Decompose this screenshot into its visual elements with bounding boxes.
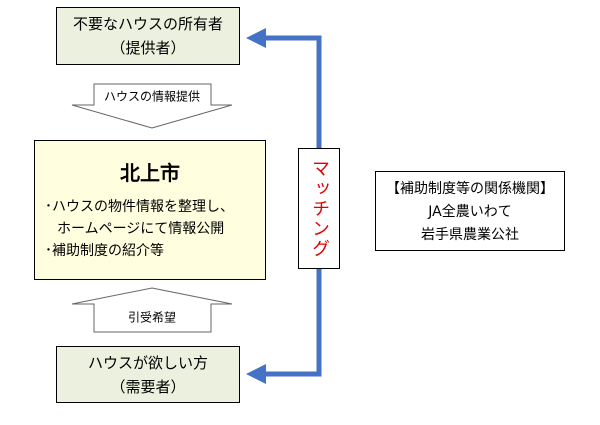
related-orgs-header: 【補助制度等の関係機関】	[386, 180, 554, 197]
arrow-left-icon	[246, 28, 266, 48]
owner-role: （提供者）	[110, 39, 186, 57]
owner-box: 不要なハウスの所有者 （提供者）	[56, 7, 240, 65]
request-arrow-label: 引受希望	[127, 310, 177, 325]
city-box: 北上市 ･ハウスの物件情報を整理し、 ホームページにて情報公開 ･補助制度の紹介…	[34, 140, 266, 280]
matching-box: マッチング	[298, 148, 340, 269]
city-title: 北上市	[120, 161, 180, 185]
matching-connector	[260, 35, 322, 377]
arrow-up-icon	[71, 287, 233, 333]
city-task: ･ハウスの物件情報を整理し、	[45, 199, 234, 215]
arrow-down-icon	[71, 83, 233, 129]
matching-label: マッチング	[309, 158, 330, 259]
arrow-left-icon	[246, 364, 266, 384]
seeker-role: （需要者）	[110, 377, 186, 396]
info-arrow-label: ハウスの情報提供	[103, 89, 201, 104]
owner-title: 不要なハウスの所有者	[72, 15, 223, 33]
related-org-item: JA全農いわて	[428, 203, 512, 220]
related-org-item: 岩手県農業公社	[421, 226, 519, 243]
seeker-box: ハウスが欲しい方 （需要者）	[56, 346, 240, 403]
city-task: ･補助制度の紹介等	[45, 243, 164, 259]
related-orgs-box: 【補助制度等の関係機関】 JA全農いわて 岩手県農業公社	[375, 171, 565, 251]
seeker-title: ハウスが欲しい方	[87, 353, 208, 372]
city-task: ホームページにて情報公開	[57, 221, 225, 237]
